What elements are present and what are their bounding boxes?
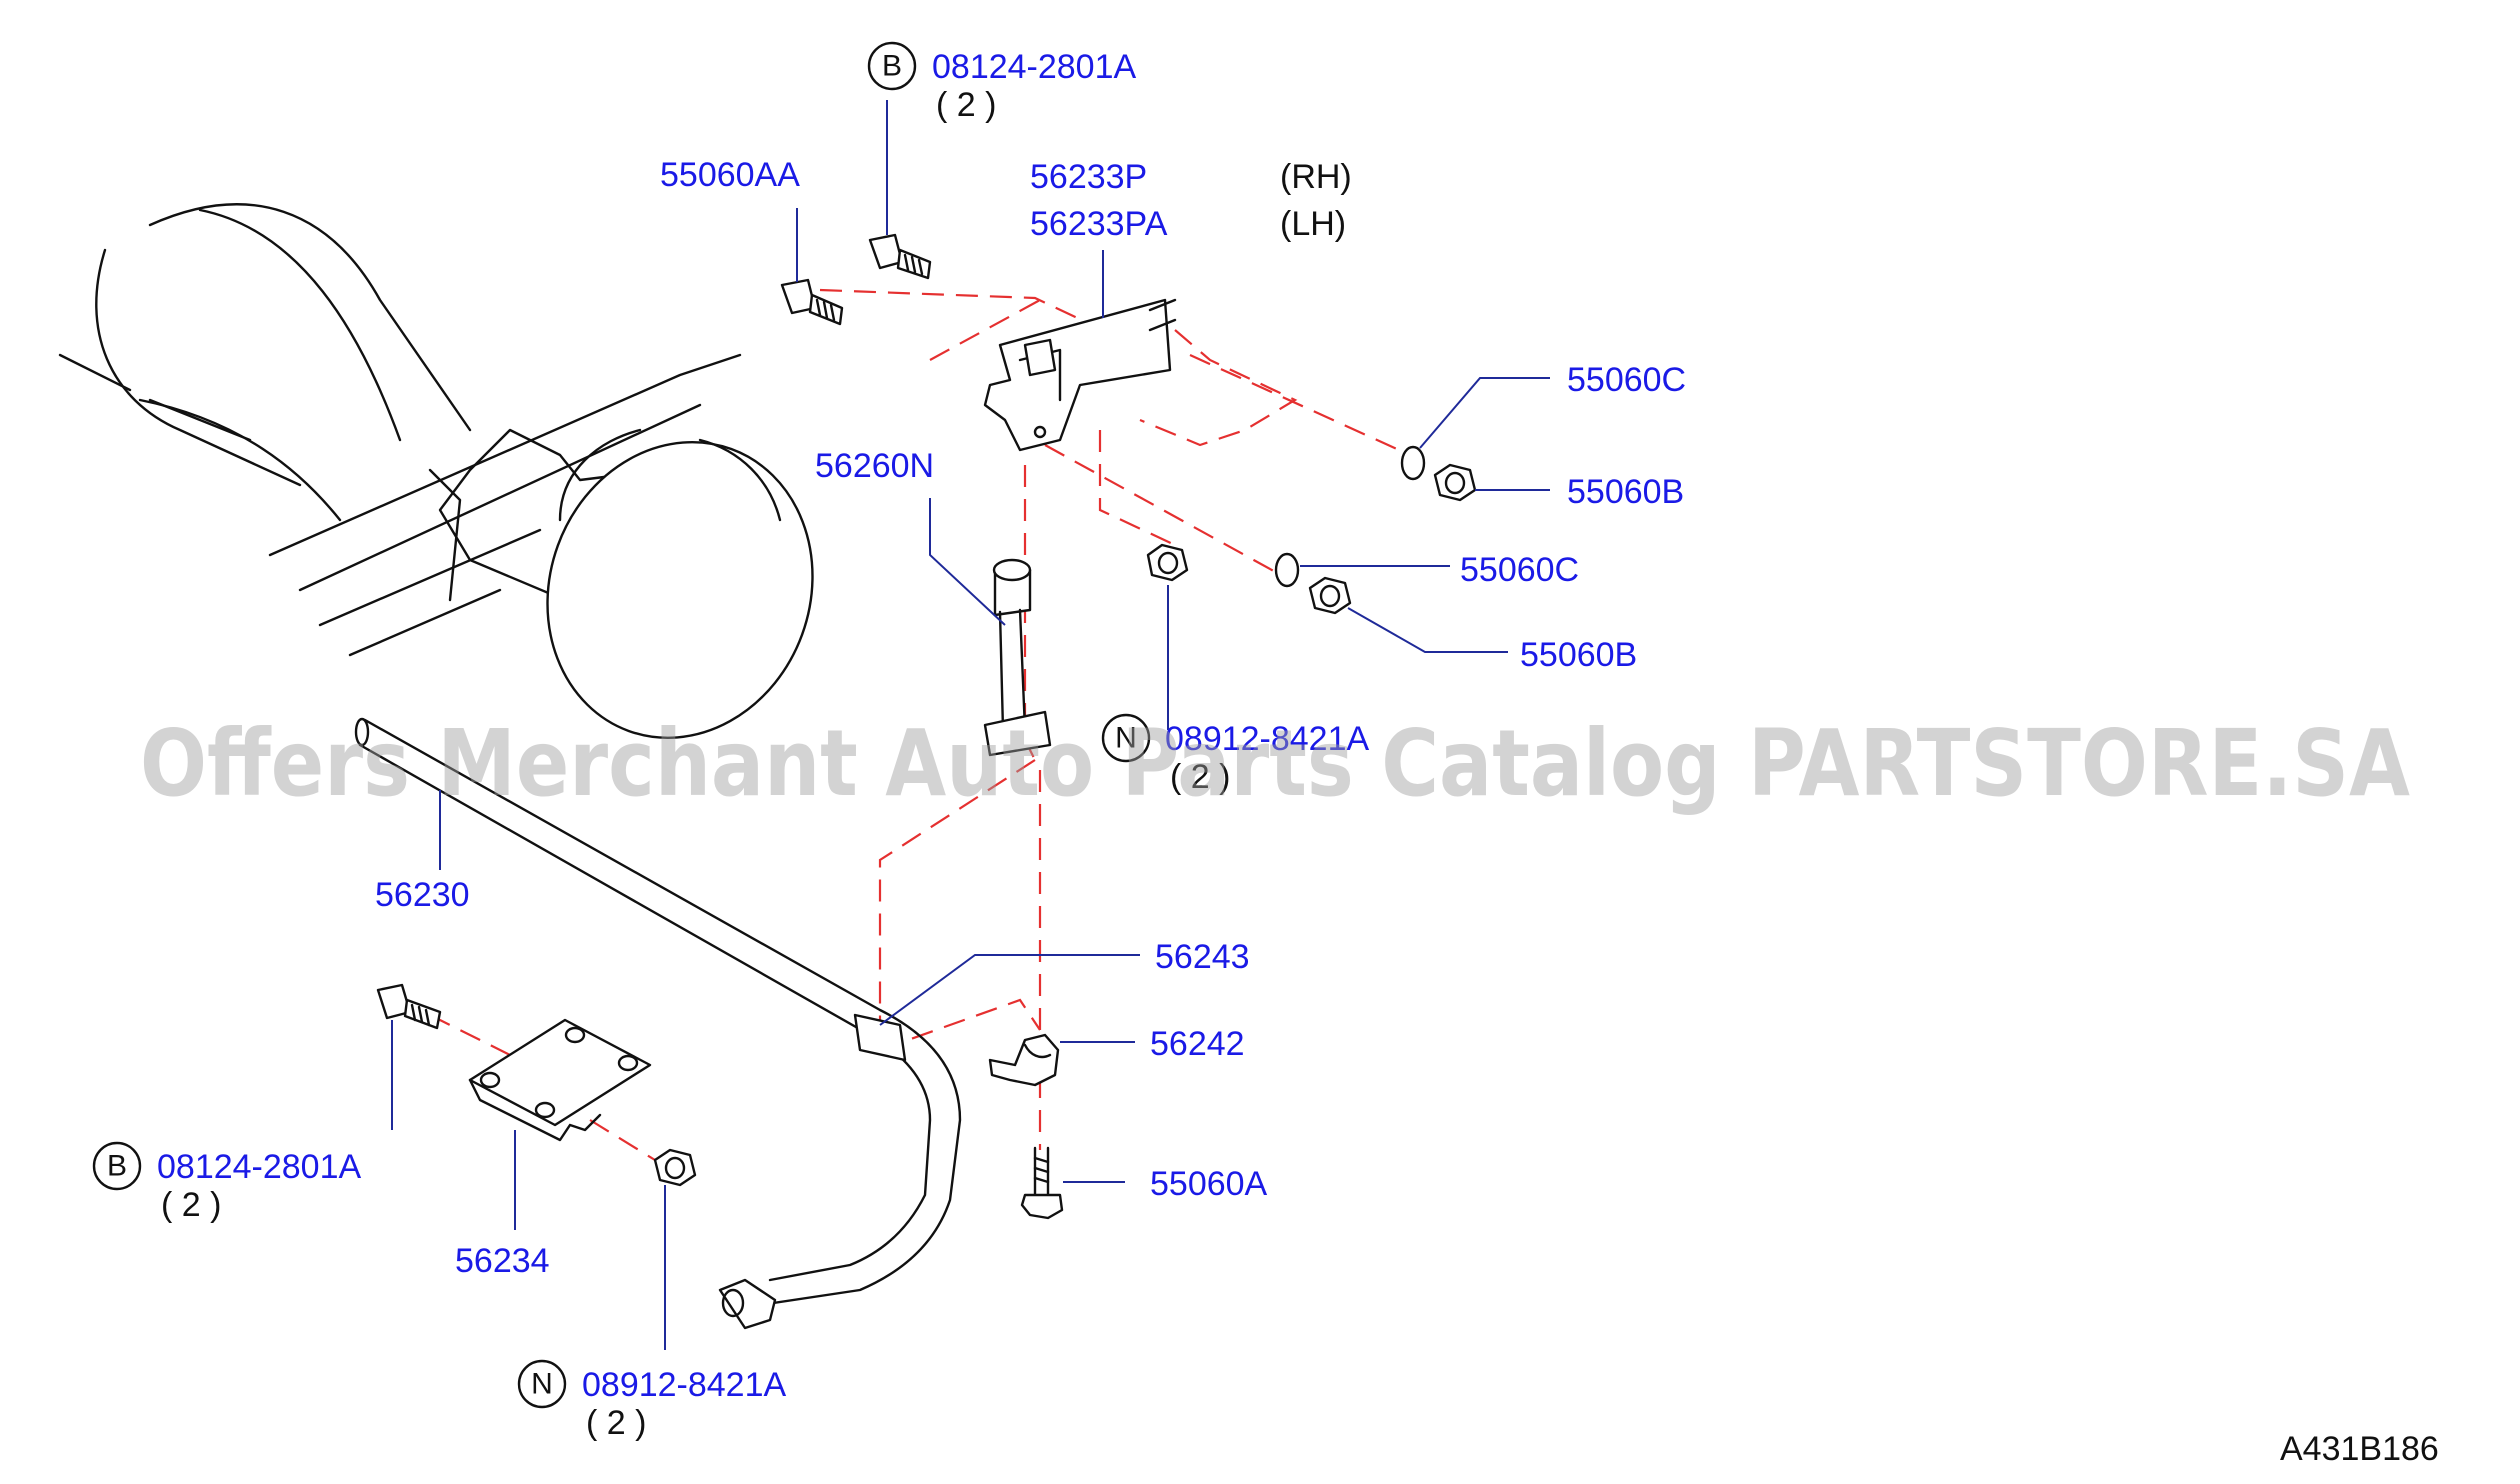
bolt-b-low [376,983,442,1030]
watermark: Offers Merchant Auto Parts Catalog PARTS… [140,710,2410,817]
part-number[interactable]: 08912-8421A [582,1366,787,1404]
fasteners [376,233,1477,1220]
diagram-code: A431B186 [2280,1430,2439,1468]
stabilizer-bar [354,717,962,1330]
mount-plate-56234 [468,1018,652,1142]
label-55060b-upper[interactable]: 55060B [1567,473,1684,511]
marker-circle [517,1359,567,1409]
side: (RH) [1280,158,1352,196]
label-55060a[interactable]: 55060A [1150,1165,1268,1203]
label-56243[interactable]: 56243 [1155,938,1250,976]
marker-circle [867,41,917,91]
marker-letter: B [107,1150,127,1183]
quantity: ( 2 ) [161,1186,221,1224]
callout-b-top[interactable]: B 08124-2801A ( 2 ) [867,41,1137,124]
callout-b-low[interactable]: B 08124-2801A ( 2 ) [92,1141,362,1224]
nut-mid [1146,543,1189,582]
link-bracket [983,298,1177,452]
part-number[interactable]: 56233P [1030,158,1147,196]
label-55060aa[interactable]: 55060AA [660,156,800,194]
quantity: ( 2 ) [586,1404,646,1442]
callout-n-low[interactable]: N 08912-8421A ( 2 ) [517,1359,787,1442]
nut-n-low [653,1148,697,1187]
marker-circle [1101,713,1151,763]
part-number[interactable]: 56233PA [1030,205,1168,243]
marker-letter: N [1115,722,1137,755]
label-55060c-upper[interactable]: 55060C [1567,361,1686,399]
label-56230[interactable]: 56230 [375,876,470,914]
marker-letter: N [531,1368,553,1401]
label-56260n[interactable]: 56260N [815,447,934,485]
marker-letter: B [882,50,902,83]
label-56234[interactable]: 56234 [455,1242,550,1280]
side: (LH) [1280,205,1346,243]
label-55060b-lower[interactable]: 55060B [1520,636,1637,674]
bolt-55060a [1020,1146,1064,1220]
axle-housing-drawing [58,203,814,740]
clamp-56242 [988,1033,1060,1087]
bolt-55060aa [780,278,844,326]
bolt-b-top [868,233,932,280]
washer-55060c-upper [1400,445,1426,481]
callout-n-mid[interactable]: N 08912-8421A ( 2 ) [1101,713,1370,796]
assembly-dashed-lines [429,288,1411,1161]
leader-lines [391,100,1550,1350]
label-55060c-lower[interactable]: 55060C [1460,551,1579,589]
nut-55060b-lower [1308,576,1352,615]
callout-56233pa[interactable]: 56233PA (LH) [1030,205,1346,243]
nut-55060b-upper [1433,463,1477,502]
marker-circle [92,1141,142,1191]
part-number[interactable]: 08124-2801A [932,48,1137,86]
part-number[interactable]: 08912-8421A [1165,720,1370,758]
part-number[interactable]: 08124-2801A [157,1148,362,1186]
stabilizer-link [983,558,1052,757]
quantity: ( 2 ) [1170,758,1230,796]
callout-56233p[interactable]: 56233P (RH) [1030,158,1352,196]
quantity: ( 2 ) [936,86,996,124]
washer-55060c-lower [1274,552,1300,588]
label-56242[interactable]: 56242 [1150,1025,1245,1063]
